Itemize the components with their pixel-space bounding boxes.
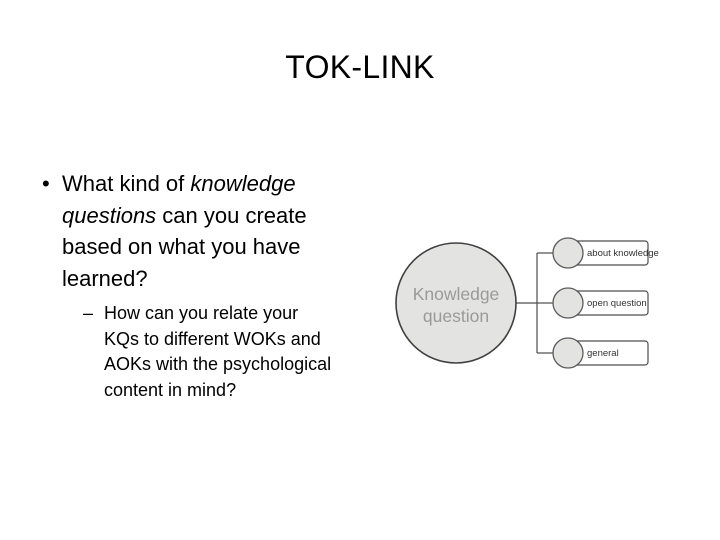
leaf-circle-outline-3 bbox=[552, 337, 584, 369]
bullet-item-level1: • What kind of knowledge questions can y… bbox=[34, 168, 364, 294]
center-node-label-line1: Knowledge bbox=[413, 284, 500, 304]
bullet-text-segment-plain-tail: can you create based on what you have le… bbox=[62, 202, 307, 291]
bullet-item-level2: – How can you relate your KQs to differe… bbox=[83, 301, 364, 403]
page-title: TOK-LINK bbox=[285, 49, 435, 85]
bullet-text-segment-italic: knowledge questions bbox=[62, 171, 296, 228]
diagram-leaf-boxes bbox=[570, 240, 649, 366]
leaf-node-general: general bbox=[552, 337, 619, 369]
knowledge-question-diagram: Knowledge question about knowledge open … bbox=[380, 228, 670, 378]
leaf-label-1: about knowledge bbox=[587, 248, 659, 259]
bullet-marker-icon: • bbox=[42, 171, 50, 196]
sub-bullet-list: – How can you relate your KQs to differe… bbox=[34, 301, 364, 403]
leaf-node-about-knowledge: about knowledge bbox=[552, 237, 659, 269]
leaf-circle-fill-1 bbox=[553, 238, 583, 268]
leaf-circle-outline-1 bbox=[552, 237, 584, 269]
bullet-text-level2: How can you relate your KQs to different… bbox=[104, 303, 332, 400]
diagram-connectors bbox=[516, 252, 553, 354]
leaf-circle-fill-2 bbox=[553, 288, 583, 318]
bullet-text-segment-plain-lead: What kind of bbox=[62, 171, 191, 196]
center-node-circle-outline bbox=[395, 242, 517, 364]
center-node-knowledge-question: Knowledge question bbox=[395, 242, 517, 364]
leaf-node-open-question: open question bbox=[552, 287, 647, 319]
leaf-label-2: open question bbox=[587, 298, 647, 309]
slide-body: • What kind of knowledge questions can y… bbox=[34, 168, 364, 403]
leaf-label-3: general bbox=[587, 348, 619, 359]
center-node-label-line2: question bbox=[423, 306, 489, 326]
dash-marker-icon: – bbox=[83, 303, 94, 323]
center-node-circle-fill bbox=[396, 243, 516, 363]
leaf-circle-outline-2 bbox=[552, 287, 584, 319]
bullet-text-level1: What kind of knowledge questions can you… bbox=[62, 168, 352, 294]
leaf-circle-fill-3 bbox=[553, 338, 583, 368]
